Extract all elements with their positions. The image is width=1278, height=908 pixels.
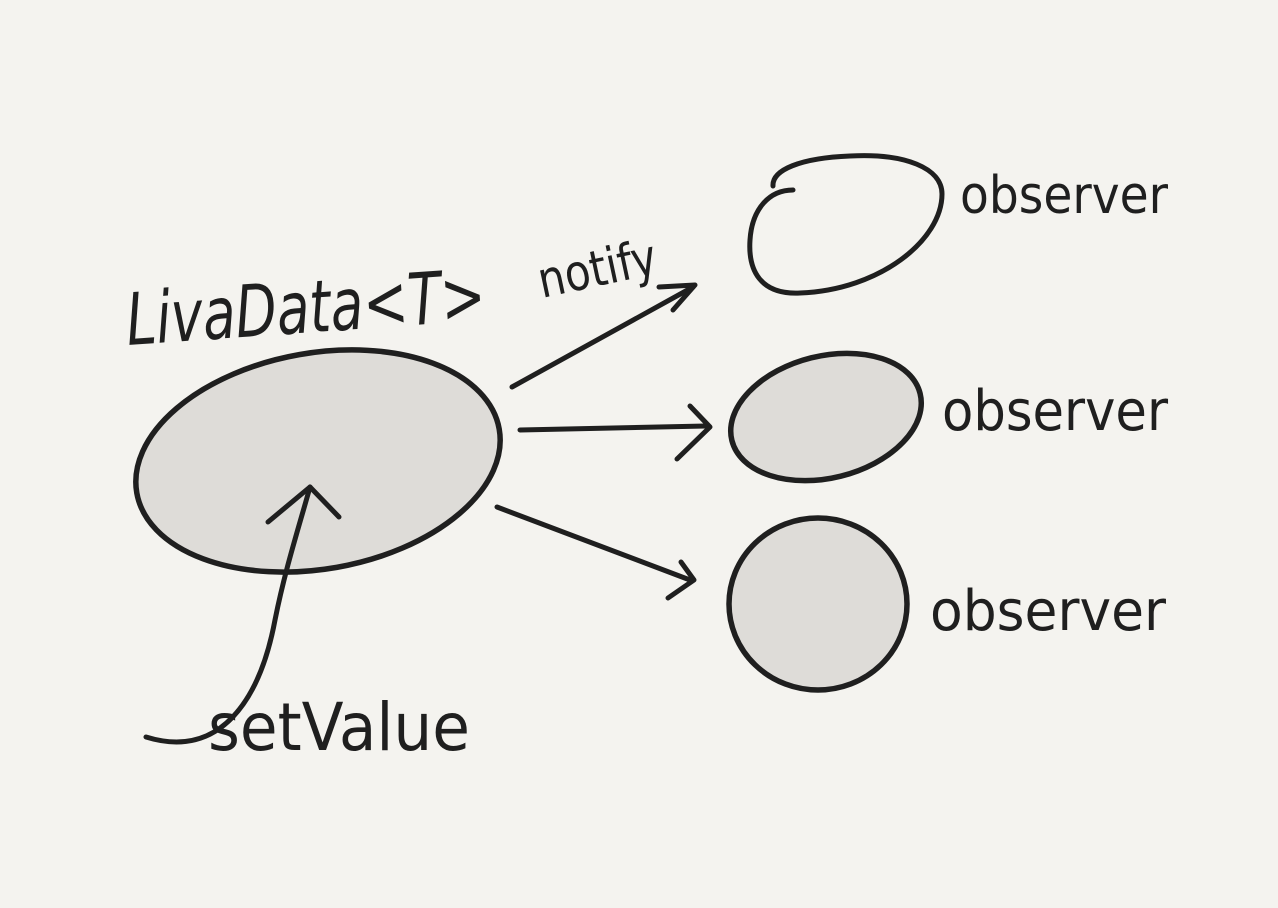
observer-node-3 [726,515,910,693]
livedata-label: LivaData<T> [123,253,488,362]
observer-label-3: observer [930,579,1167,644]
notify-label: notify [532,228,661,310]
notify-arrowhead-3 [665,559,697,601]
setvalue-arrowhead [265,484,342,525]
setvalue-label: setValue [208,689,470,766]
observer-node-1 [747,153,945,296]
observer-node-2 [727,350,925,484]
notify-arrowhead-1 [656,282,698,313]
notify-arrow-3 [494,504,693,583]
livedata-node [133,347,503,575]
notify-arrow-2 [517,423,709,433]
observer-label-2: observer [942,379,1169,444]
notify-arrow-1 [509,284,696,390]
setvalue-arrow [143,484,313,745]
observer-label-1: observer [960,166,1169,226]
notify-arrowhead-2 [674,403,713,462]
